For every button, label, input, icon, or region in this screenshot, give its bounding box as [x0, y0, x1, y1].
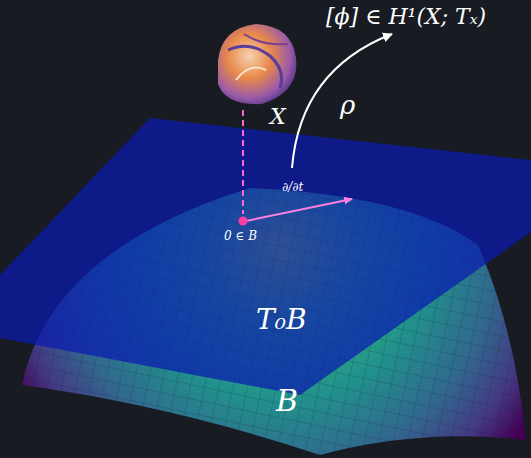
manifold-label: X [270, 106, 286, 128]
tangent-space-label: T₀B [256, 306, 306, 334]
projection-line [242, 110, 244, 214]
tangent-plane [0, 118, 531, 395]
vector-label: ∂/∂t [282, 181, 303, 193]
base-label: B [276, 386, 298, 416]
manifold-x [218, 24, 296, 104]
tangent-vector [246, 199, 352, 221]
point-label: 0 ∈ B [224, 230, 257, 242]
kodaira-spencer-arrow [292, 34, 392, 168]
map-label: ρ [340, 92, 355, 118]
base-point [239, 217, 248, 226]
cohomology-class: [ϕ] ∈ H¹(X; Tₓ) [326, 6, 486, 28]
